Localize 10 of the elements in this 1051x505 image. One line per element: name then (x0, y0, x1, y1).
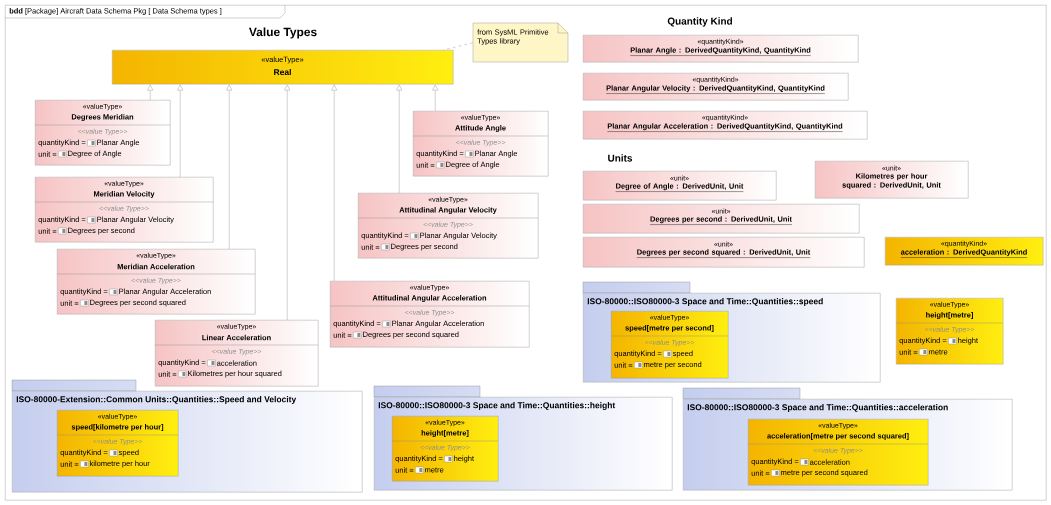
generalization-arrow (284, 84, 291, 321)
generalization-arrow (226, 84, 233, 250)
generalization-arrow (147, 84, 154, 101)
generalization-arrow (396, 84, 403, 194)
section-heading: Value Types (249, 27, 317, 39)
anchor-line (443, 42, 474, 51)
generalization-arrow (177, 84, 184, 178)
generalization-arrow (331, 84, 338, 282)
section-heading: Units (608, 154, 633, 162)
generalization-arrow (432, 84, 439, 112)
